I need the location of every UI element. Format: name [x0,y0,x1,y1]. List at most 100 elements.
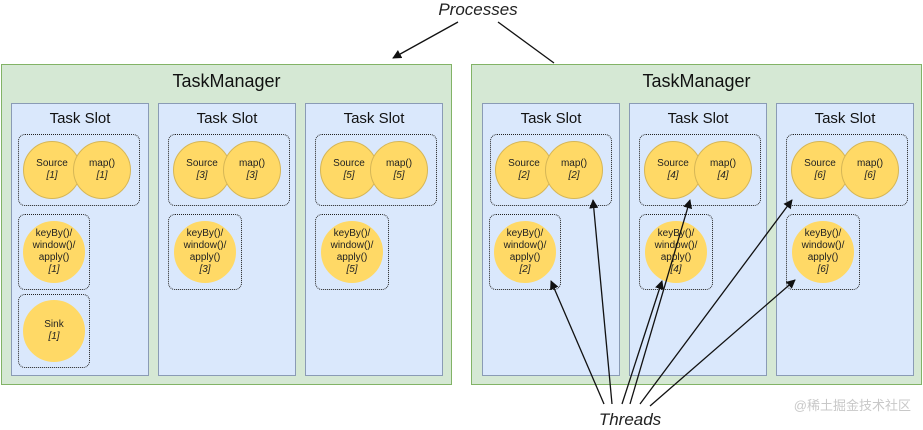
thread-arrow-4 [629,199,693,405]
thread-arrow-6 [649,279,796,407]
source-label: Source [804,158,836,169]
keyby-label: keyBy()/ [35,228,73,239]
task-slot-2: Task Slot Source [3] map() [3] keyBy()/ … [158,103,296,376]
source-operator: Source [5] [320,141,378,199]
task-slot-title: Task Slot [520,110,582,127]
window-label: window()/ [32,240,76,251]
keyby-window-apply-operator: keyBy()/ window()/ apply() [3] [174,221,236,283]
source-label: Source [657,158,689,169]
map-label: map() [560,158,588,169]
source-label: Source [36,158,68,169]
keyby-window-group: keyBy()/ window()/ apply() [2] [489,214,561,290]
source-operator: Source [1] [23,141,81,199]
keyby-label: keyBy()/ [804,228,842,239]
map-index: [1] [96,170,108,181]
apply-label: apply() [38,252,70,263]
keyby-index: [6] [817,264,829,275]
keyby-window-group: keyBy()/ window()/ apply() [6] [786,214,860,290]
keyby-window-group: keyBy()/ window()/ apply() [1] [18,214,90,290]
map-index: [3] [246,170,258,181]
keyby-index: [2] [519,264,531,275]
task-slot-3: Task Slot Source [5] map() [5] keyBy()/ … [305,103,443,376]
window-label: window()/ [503,240,547,251]
source-label: Source [333,158,365,169]
map-operator: map() [2] [545,141,603,199]
source-map-group: Source [3] map() [3] [168,134,290,206]
map-operator: map() [6] [841,141,899,199]
thread-arrow-1 [550,280,605,405]
apply-label: apply() [509,252,541,263]
keyby-window-apply-operator: keyBy()/ window()/ apply() [1] [23,221,85,283]
keyby-label: keyBy()/ [186,228,224,239]
source-map-group: Source [1] map() [1] [18,134,140,206]
source-index: [4] [667,170,679,181]
source-index: [6] [814,170,826,181]
map-index: [5] [393,170,405,181]
map-operator: map() [1] [73,141,131,199]
window-label: window()/ [801,240,845,251]
apply-label: apply() [660,252,692,263]
source-map-group: Source [6] map() [6] [786,134,908,206]
sink-group: Sink [1] [18,294,90,368]
keyby-window-apply-operator: keyBy()/ window()/ apply() [2] [494,221,556,283]
thread-arrow-5 [639,199,793,405]
map-index: [4] [717,170,729,181]
map-index: [6] [864,170,876,181]
source-operator: Source [4] [644,141,702,199]
processes-label: Processes [438,0,518,19]
task-slot-title: Task Slot [667,110,729,127]
task-slot-6: Task Slot Source [6] map() [6] keyBy()/ … [776,103,914,376]
keyby-index: [4] [670,264,682,275]
window-label: window()/ [330,240,374,251]
apply-label: apply() [336,252,368,263]
keyby-index: [1] [48,264,60,275]
task-slot-title: Task Slot [49,110,111,127]
source-operator: Source [3] [173,141,231,199]
map-index: [2] [568,170,580,181]
keyby-window-group: keyBy()/ window()/ apply() [3] [168,214,242,290]
source-label: Source [508,158,540,169]
map-label: map() [856,158,884,169]
source-label: Source [186,158,218,169]
keyby-index: [5] [346,264,358,275]
keyby-label: keyBy()/ [333,228,371,239]
process-arrow-right [497,21,555,64]
source-map-group: Source [4] map() [4] [639,134,761,206]
task-manager-2: TaskManager Task Slot Source [2] map() [… [471,64,922,385]
source-index: [3] [196,170,208,181]
sink-label: Sink [44,319,64,330]
map-label: map() [88,158,116,169]
thread-arrow-3 [621,280,664,405]
keyby-label: keyBy()/ [657,228,695,239]
task-manager-title: TaskManager [172,71,281,91]
task-slot-title: Task Slot [196,110,258,127]
map-operator: map() [4] [694,141,752,199]
map-label: map() [238,158,266,169]
keyby-index: [3] [199,264,211,275]
keyby-window-group: keyBy()/ window()/ apply() [5] [315,214,389,290]
keyby-window-apply-operator: keyBy()/ window()/ apply() [6] [792,221,854,283]
task-slot-title: Task Slot [814,110,876,127]
task-slot-title: Task Slot [343,110,405,127]
thread-arrow-2 [589,199,613,405]
sink-index: [1] [48,331,60,342]
source-index: [5] [343,170,355,181]
apply-label: apply() [807,252,839,263]
map-operator: map() [5] [370,141,428,199]
task-manager-title: TaskManager [642,71,751,91]
source-index: [2] [518,170,530,181]
sink-operator: Sink [1] [23,300,85,362]
process-arrow-left [392,21,459,59]
source-map-group: Source [2] map() [2] [490,134,612,206]
window-label: window()/ [183,240,227,251]
apply-label: apply() [189,252,221,263]
source-map-group: Source [5] map() [5] [315,134,437,206]
keyby-label: keyBy()/ [506,228,544,239]
map-operator: map() [3] [223,141,281,199]
task-slot-1: Task Slot Source [1] map() [1] keyBy()/ … [11,103,149,376]
map-label: map() [709,158,737,169]
threads-label: Threads [598,410,662,429]
map-label: map() [385,158,413,169]
keyby-window-apply-operator: keyBy()/ window()/ apply() [5] [321,221,383,283]
